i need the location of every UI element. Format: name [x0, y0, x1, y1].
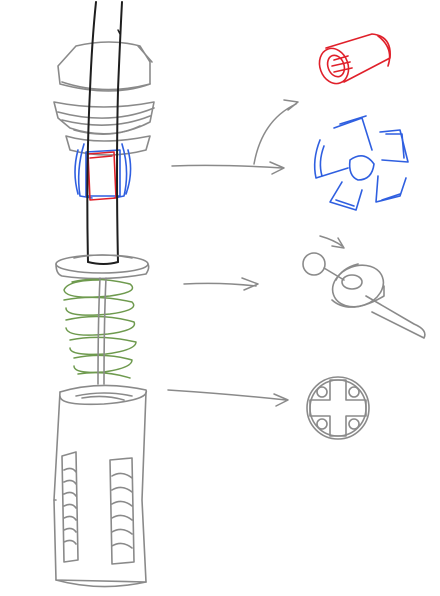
blue-collet-detail [313, 115, 409, 211]
stop-disc [55, 254, 150, 280]
rod [86, 1, 123, 265]
arrow-to-stop-disc [183, 277, 259, 291]
pin [97, 277, 107, 385]
slotted-housing [53, 384, 148, 588]
red-sleeve-detail [318, 33, 391, 85]
stop-disc-detail [302, 252, 426, 339]
collet-nut [53, 41, 155, 156]
arrow-to-cross-key [167, 389, 289, 407]
arrow-to-collet-parts [171, 99, 299, 175]
red-sleeve [87, 151, 117, 201]
cross-key-detail [306, 376, 370, 440]
blue-collet-fingers [74, 143, 132, 199]
small-arrow [319, 235, 345, 249]
